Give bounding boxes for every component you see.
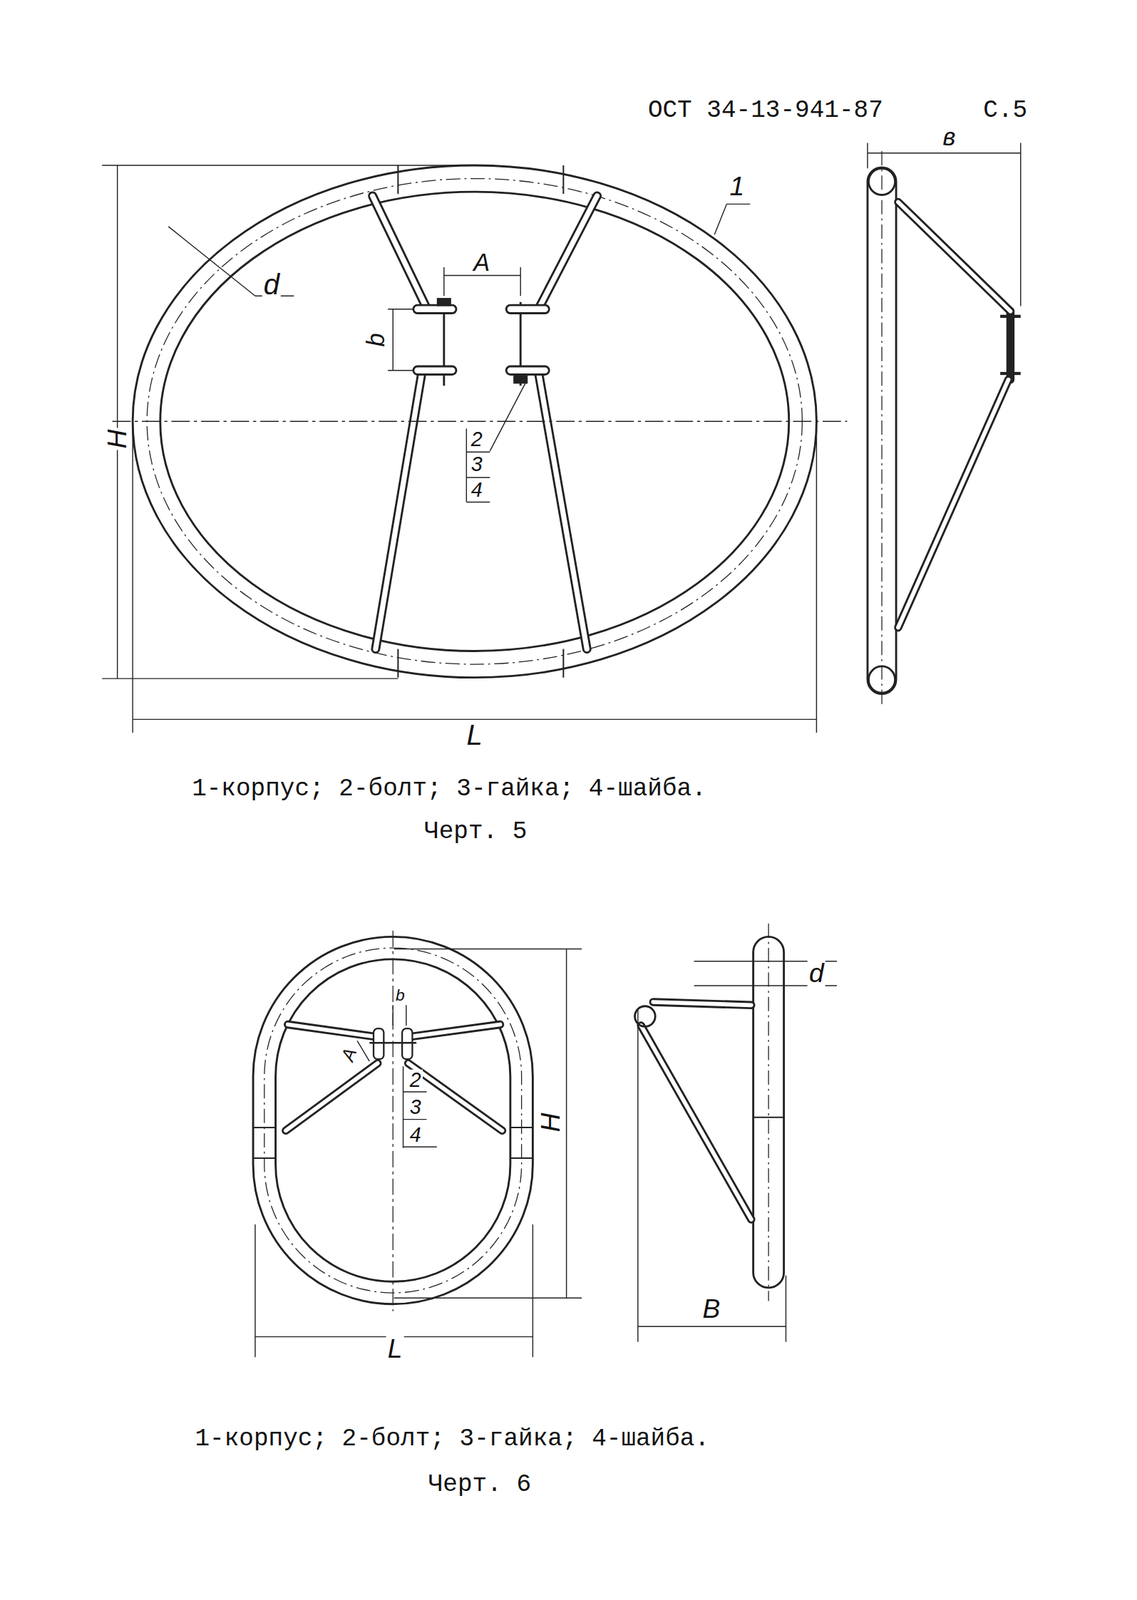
dimension-label: d <box>807 960 826 987</box>
dimension-label: L <box>386 1335 405 1363</box>
strut <box>285 1024 503 1131</box>
callout-number: 4 <box>408 1124 423 1146</box>
page-number: С.5 <box>981 97 1029 122</box>
side-view <box>635 923 837 1343</box>
dimension-label: в <box>941 124 958 149</box>
side-view <box>867 142 1021 706</box>
callout-number: 1 <box>727 173 746 200</box>
dimension-label: H <box>538 1112 565 1135</box>
callout-number: 2 <box>408 1069 423 1090</box>
callout-number: 3 <box>408 1097 423 1118</box>
callout-number: 3 <box>469 454 485 475</box>
figure-caption: Черт. 6 <box>426 1472 533 1497</box>
callout-number: 2 <box>469 428 485 450</box>
dimension-label: H <box>104 427 131 450</box>
callout-number: 4 <box>469 479 485 501</box>
bolt-assembly <box>413 299 549 387</box>
dimension-label: d <box>262 270 281 299</box>
dimension-lines <box>101 165 847 733</box>
dimension-lines <box>255 949 582 1358</box>
dimension-label: B <box>701 1295 723 1323</box>
dimension-label: b <box>363 331 388 348</box>
parts-caption: 1-корпус; 2-болт; 3-гайка; 4-шайба. <box>193 1427 711 1452</box>
parts-caption: 1-корпус; 2-болт; 3-гайка; 4-шайба. <box>190 777 708 802</box>
ring-body <box>253 930 533 1312</box>
dimension-label: L <box>465 720 485 750</box>
standard-code: ОСТ 34-13-941-87 <box>646 97 885 122</box>
dimension-label: b <box>394 987 407 1004</box>
dimension-label: A <box>471 250 492 275</box>
bolt-assembly <box>369 1028 417 1060</box>
figure-caption: Черт. 5 <box>422 819 529 845</box>
dimension-label: A <box>337 1045 360 1066</box>
strut <box>372 196 598 650</box>
